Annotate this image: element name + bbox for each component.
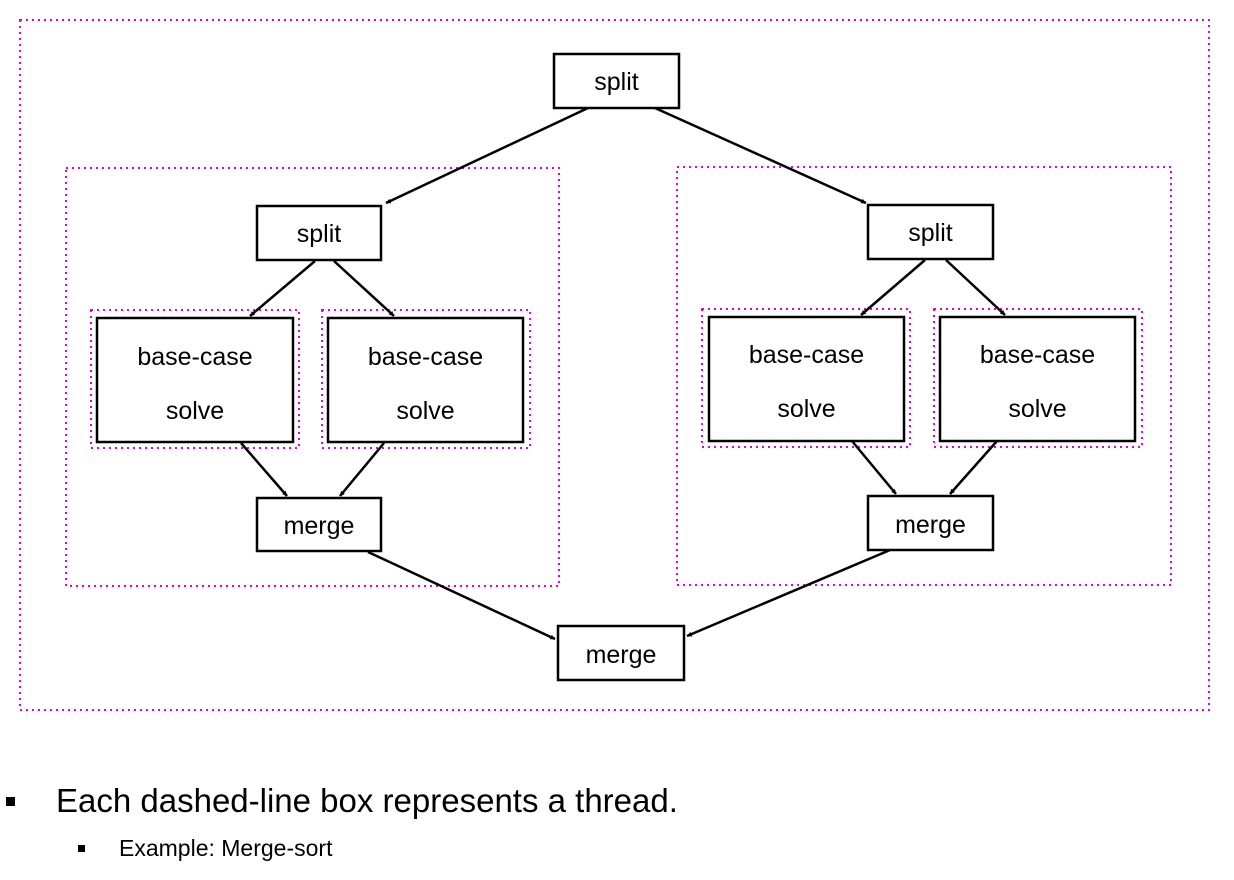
node-label: merge [586, 641, 657, 669]
node-label-line-2: solve [396, 397, 454, 425]
arrow-right-base-2-to-merge [949, 440, 998, 495]
sub-bullet-item: Example: Merge-sort [78, 835, 332, 862]
arrow-right-merge-to-final [686, 548, 891, 638]
bullet-item: Each dashed-line box represents a thread… [6, 782, 678, 820]
arrow-left-split-to-base-1 [249, 260, 316, 317]
node-label: split [297, 220, 342, 248]
thread-box-right [676, 166, 1172, 586]
node-left-merge: merge [255, 496, 383, 553]
arrow-left-base-2-to-merge [339, 442, 385, 497]
node-label-line-1: base-case [980, 341, 1095, 369]
arrow-left-base-1-to-merge [240, 442, 288, 497]
thread-box-left-base-1 [90, 309, 300, 449]
thread-box-left-base-2 [321, 309, 531, 449]
arrow-top-split-to-left-split [385, 106, 589, 205]
thread-box-left [65, 167, 560, 587]
arrow-right-base-1-to-merge [851, 440, 897, 495]
node-top-split: split [552, 52, 681, 110]
node-label: split [908, 219, 953, 247]
node-label-line-2: solve [166, 397, 224, 425]
node-label: split [594, 68, 639, 96]
square-bullet-icon [78, 845, 85, 852]
node-label: merge [284, 512, 355, 540]
node-right-base-case-2: base-case solve [938, 315, 1137, 443]
node-right-merge: merge [866, 494, 995, 552]
node-left-base-case-2: base-case solve [326, 316, 525, 444]
node-final-merge: merge [556, 624, 686, 682]
node-left-split: split [255, 204, 383, 262]
node-right-base-case-1: base-case solve [707, 315, 906, 443]
thread-box-right-base-1 [701, 308, 911, 448]
sub-bullet-text: Example: Merge-sort [119, 835, 333, 861]
node-label-line-1: base-case [368, 343, 483, 371]
node-label-line-2: solve [1008, 395, 1066, 423]
node-label-line-1: base-case [137, 343, 252, 371]
arrow-left-merge-to-final [367, 550, 556, 641]
thread-box-right-base-2 [933, 308, 1143, 448]
node-label-line-2: solve [777, 395, 835, 423]
node-label-line-1: base-case [749, 341, 864, 369]
bullet-text: Each dashed-line box represents a thread… [56, 782, 678, 819]
node-left-base-case-1: base-case solve [95, 316, 295, 444]
arrow-right-split-to-base-2 [945, 259, 1006, 316]
square-bullet-icon [6, 796, 15, 806]
node-right-split: split [866, 203, 995, 261]
node-label: merge [895, 511, 966, 539]
thread-diagram: split split split base-case solve base-c… [19, 19, 1210, 711]
arrow-right-split-to-base-1 [860, 259, 926, 316]
arrow-left-split-to-base-2 [333, 260, 395, 317]
arrow-top-split-to-right-split [654, 106, 867, 205]
thread-box-outer [19, 19, 1210, 711]
